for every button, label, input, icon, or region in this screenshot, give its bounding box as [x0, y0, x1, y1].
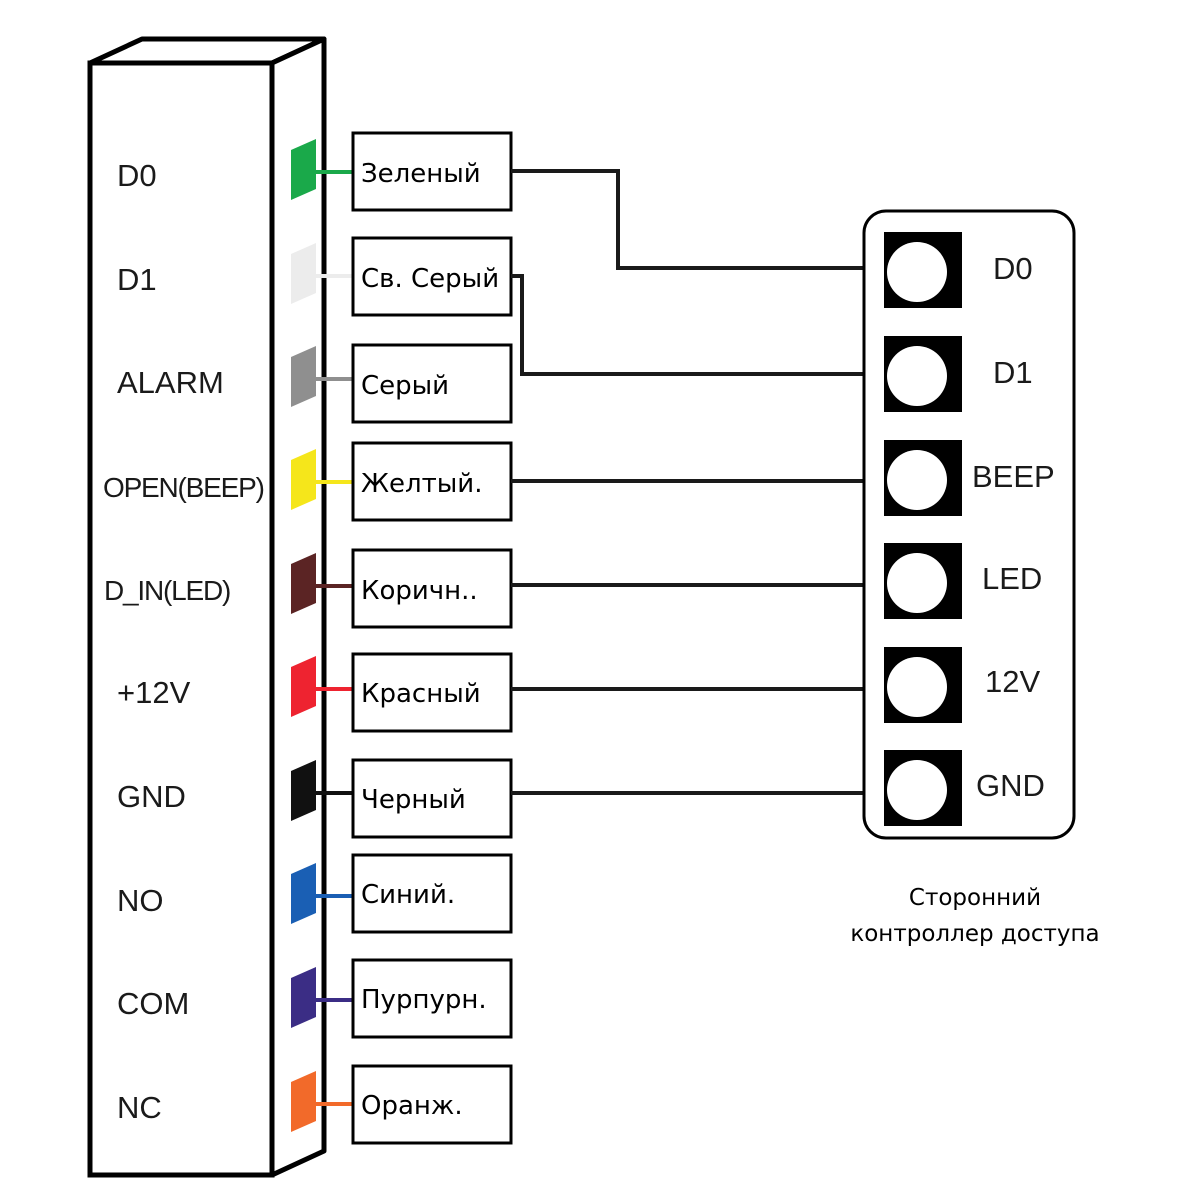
- terminal-label-gnd: GND: [976, 768, 1045, 803]
- pin-label-d-in-led: D_IN(LED): [104, 575, 230, 606]
- wire-label-red: Красный: [361, 679, 481, 709]
- connection-lines: [511, 169, 864, 795]
- pin-label-no: NO: [117, 883, 164, 918]
- wire-stub-open-beep: [291, 449, 353, 510]
- terminal-label-beep: BEEP: [972, 459, 1055, 494]
- pin-label-d0: D0: [117, 158, 157, 193]
- pin-label-open-beep: OPEN(BEEP): [103, 472, 264, 503]
- wire-stub-d1: [291, 243, 353, 304]
- wire-label-purple: Пурпурн.: [361, 985, 487, 1015]
- terminal-label-d1: D1: [993, 355, 1033, 390]
- wire-label-boxes: [351, 131, 513, 1145]
- terminal-label-12v: 12V: [985, 664, 1040, 699]
- wire-stub-com: [291, 967, 353, 1028]
- pin-label-alarm: ALARM: [117, 365, 224, 400]
- wire-label-brown: Коричн..: [361, 576, 478, 606]
- pin-label-nc: NC: [117, 1090, 162, 1125]
- wire-label-gray: Серый: [361, 371, 449, 401]
- wire-stub-gnd: [291, 760, 353, 821]
- controller-caption-line2: контроллер доступа: [850, 921, 1099, 947]
- wire-stub-d-in-led: [291, 553, 353, 614]
- pin-label-gnd: GND: [117, 779, 186, 814]
- terminal-beep: [884, 440, 962, 516]
- wire-stubs: [291, 139, 353, 1132]
- connection-d1: [511, 274, 864, 376]
- terminal-label-d0: D0: [993, 251, 1033, 286]
- terminal-gnd: [884, 750, 962, 826]
- wire-stub--12v: [291, 656, 353, 717]
- terminal-led: [884, 543, 962, 619]
- pin-label-12v: +12V: [117, 675, 191, 710]
- wire-label-black: Черный: [361, 785, 466, 815]
- wire-stub-d0: [291, 139, 353, 200]
- pin-label-com: COM: [117, 986, 189, 1021]
- terminal-d0: [884, 232, 962, 308]
- connection-d0: [511, 169, 864, 270]
- wire-label-blue: Синий.: [361, 880, 455, 910]
- wire-stub-no: [291, 863, 353, 924]
- terminal-d1: [884, 336, 962, 412]
- pin-label-d1: D1: [117, 262, 157, 297]
- terminal-12v: [884, 647, 962, 723]
- wire-label-light-gray: Св. Серый: [361, 264, 499, 294]
- wire-label-green: Зеленый: [361, 159, 481, 189]
- wire-stub-alarm: [291, 346, 353, 407]
- controller-terminals: [884, 232, 962, 826]
- wire-label-orange: Оранж.: [361, 1091, 463, 1121]
- terminal-label-led: LED: [982, 561, 1042, 596]
- wire-stub-nc: [291, 1071, 353, 1132]
- controller-caption-line1: Сторонний: [909, 885, 1041, 911]
- wire-label-yellow: Желтый.: [361, 469, 482, 499]
